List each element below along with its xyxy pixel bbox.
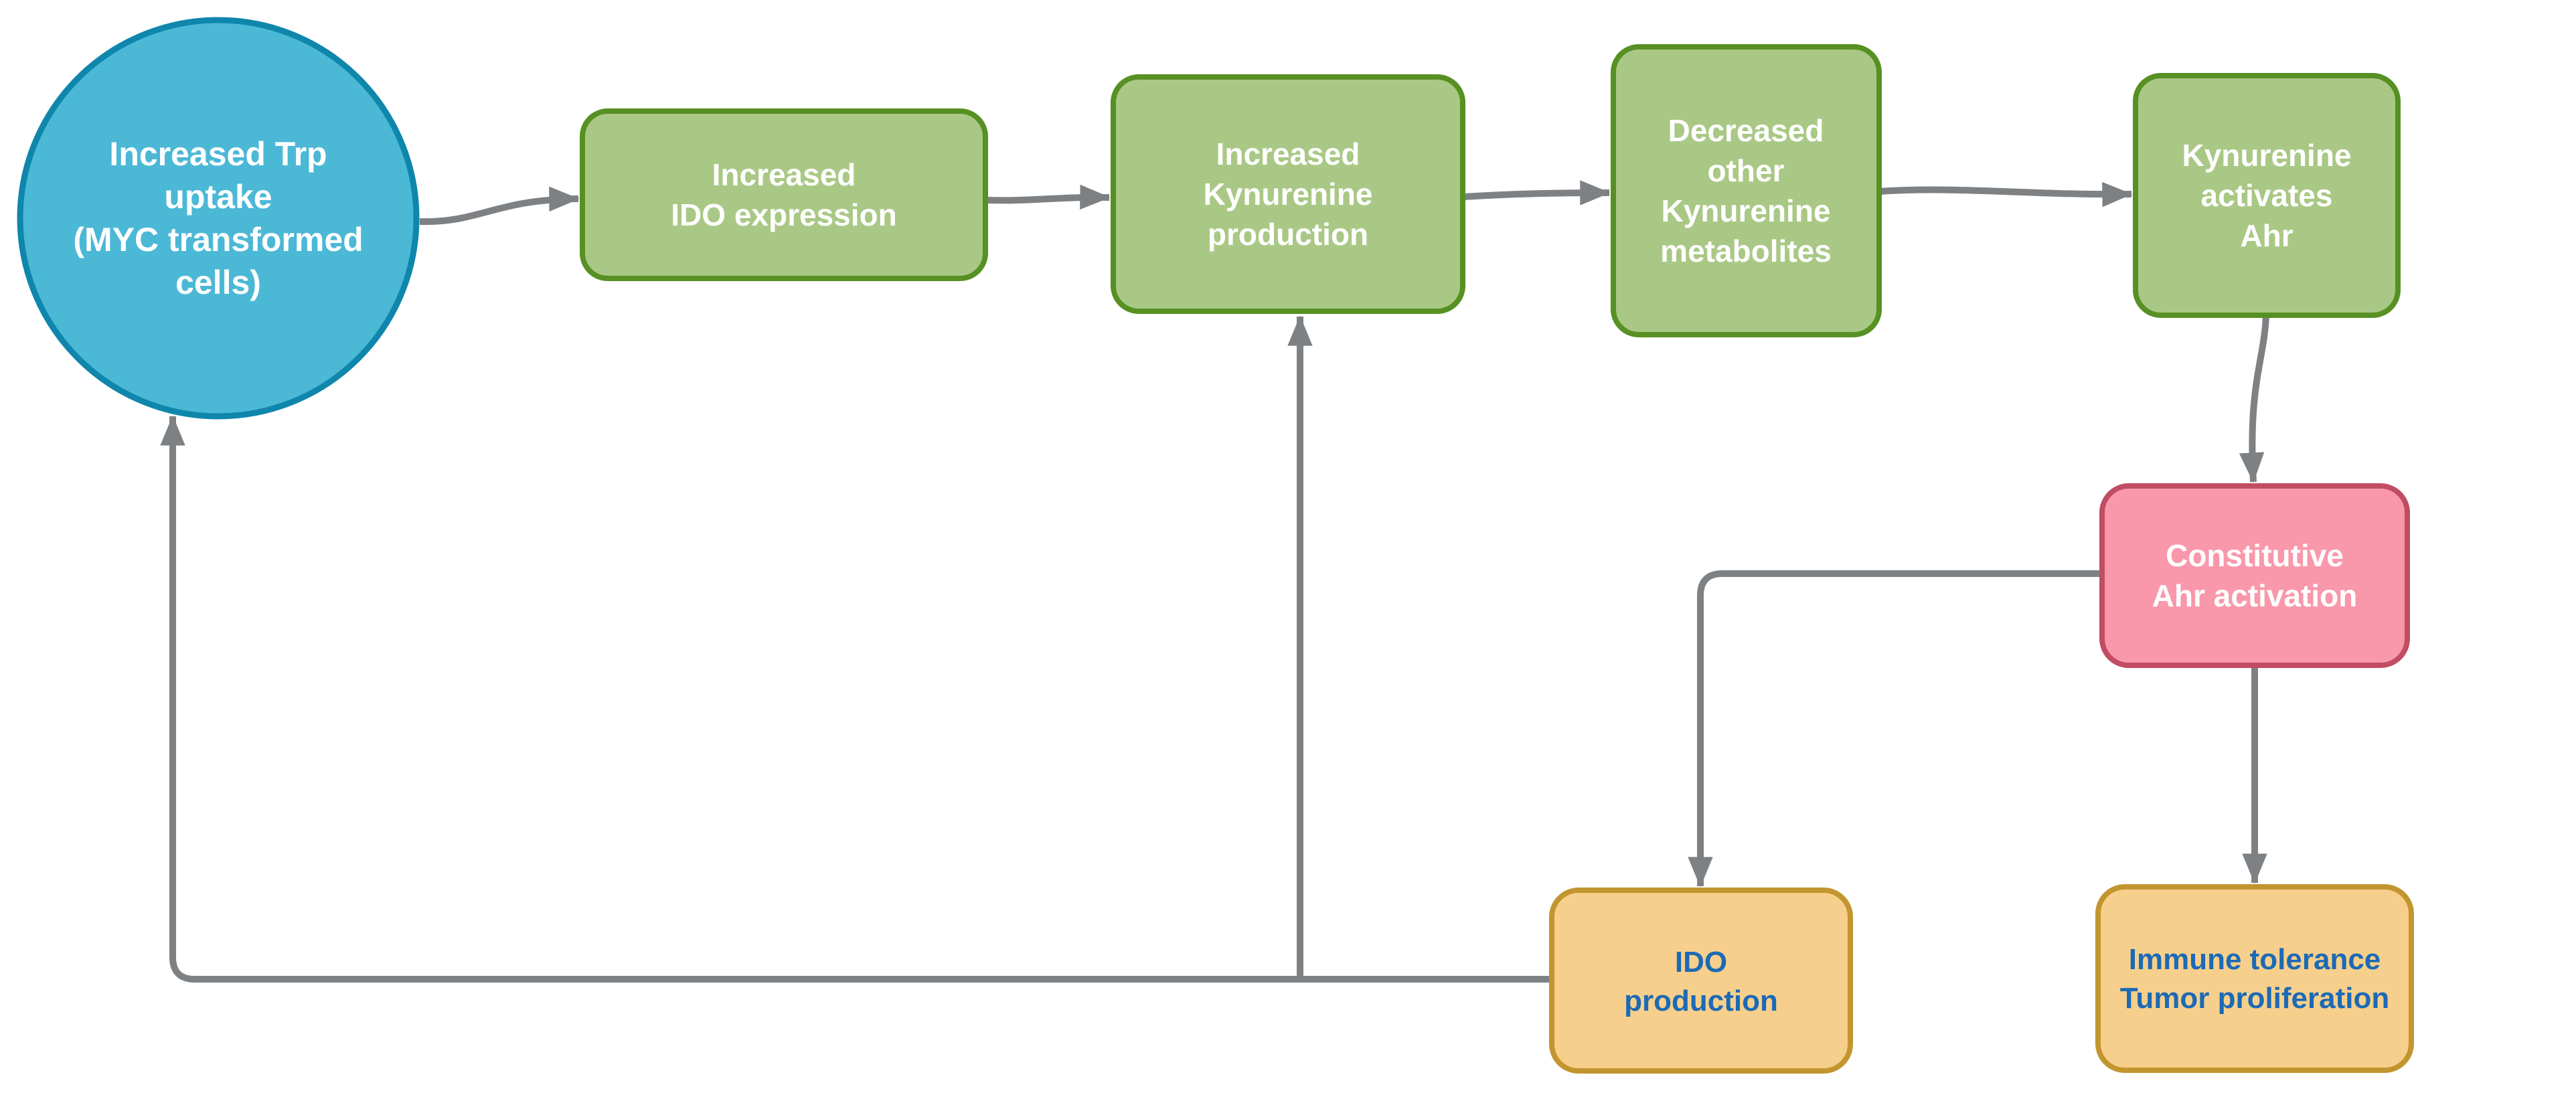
kynurenine-activates-ahr-label-line3: Ahr: [2240, 218, 2293, 253]
trp-uptake-shape: [17, 17, 420, 420]
decreased-metabolites-shape: [1611, 44, 1882, 337]
node-kynurenine-activates-ahr: Kynurenine activates Ahr: [2133, 73, 2401, 318]
node-ido-expression: Increased IDO expression: [580, 108, 988, 281]
ido-production-shape: [1549, 888, 1853, 1074]
trp-uptake-label-line2: uptake: [164, 178, 272, 216]
ido-expression-label-line2: IDO expression: [671, 197, 896, 232]
edge-ido-production-feedback-to-trp-uptake: [160, 415, 1550, 983]
node-constitutive-ahr: Constitutive Ahr activation: [2099, 483, 2410, 668]
ido-expression-label-line1: Increased: [712, 157, 856, 192]
kynurenine-activates-ahr-label-line1: Kynurenine: [2182, 138, 2351, 173]
edge-decreased-metabolites-to-kynurenine-activates-ahr: [1879, 181, 2133, 207]
node-trp-uptake: Increased Trp uptake (MYC transformed ce…: [17, 17, 420, 420]
immune-tolerance-label-line1: Immune tolerance: [2129, 943, 2381, 976]
constitutive-ahr-shape: [2099, 483, 2410, 668]
edge-trp-to-ido-expression: [419, 186, 580, 226]
decreased-metabolites-label-line3: Kynurenine: [1661, 193, 1830, 228]
ido-expression-shape: [580, 108, 988, 281]
node-ido-production: IDO production: [1549, 888, 1853, 1074]
decreased-metabolites-label-line4: metabolites: [1660, 234, 1832, 268]
constitutive-ahr-label-line2: Ahr activation: [2152, 578, 2358, 613]
trp-uptake-label-line4: cells): [175, 264, 261, 301]
kynurenine-activates-ahr-label-line2: activates: [2201, 178, 2333, 213]
trp-uptake-label-line1: Increased Trp: [109, 135, 327, 173]
node-kynurenine-production: Increased Kynurenine production: [1111, 74, 1465, 314]
kynurenine-production-label-line1: Increased: [1216, 137, 1360, 171]
immune-tolerance-shape: [2095, 884, 2414, 1073]
kynurenine-production-label-line3: production: [1208, 217, 1368, 252]
edge-constitutive-ahr-to-ido-production: [1688, 570, 2102, 888]
ido-production-label-line2: production: [1624, 985, 1778, 1017]
edge-kynurenine-production-to-decreased-metabolites: [1463, 180, 1611, 205]
node-decreased-metabolites: Decreased other Kynurenine metabolites: [1611, 44, 1882, 337]
node-immune-tolerance: Immune tolerance Tumor proliferation: [2095, 884, 2414, 1073]
kynurenine-activates-ahr-shape: [2133, 73, 2401, 318]
kynurenine-production-label-line2: Kynurenine: [1203, 177, 1372, 212]
kynurenine-production-shape: [1111, 74, 1465, 314]
decreased-metabolites-label-line1: Decreased: [1668, 113, 1824, 148]
trp-uptake-label-line3: (MYC transformed: [73, 221, 363, 258]
ido-production-label-line1: IDO: [1675, 946, 1727, 979]
edge-kynurenine-activates-ahr-to-constitutive-ahr: [2239, 315, 2269, 483]
immune-tolerance-label-line2: Tumor proliferation: [2120, 982, 2390, 1015]
decreased-metabolites-label-line2: other: [1708, 153, 1785, 188]
constitutive-ahr-label-line1: Constitutive: [2166, 538, 2344, 573]
edges: [160, 180, 2269, 983]
edge-ido-expression-to-kynurenine-production: [985, 184, 1111, 210]
